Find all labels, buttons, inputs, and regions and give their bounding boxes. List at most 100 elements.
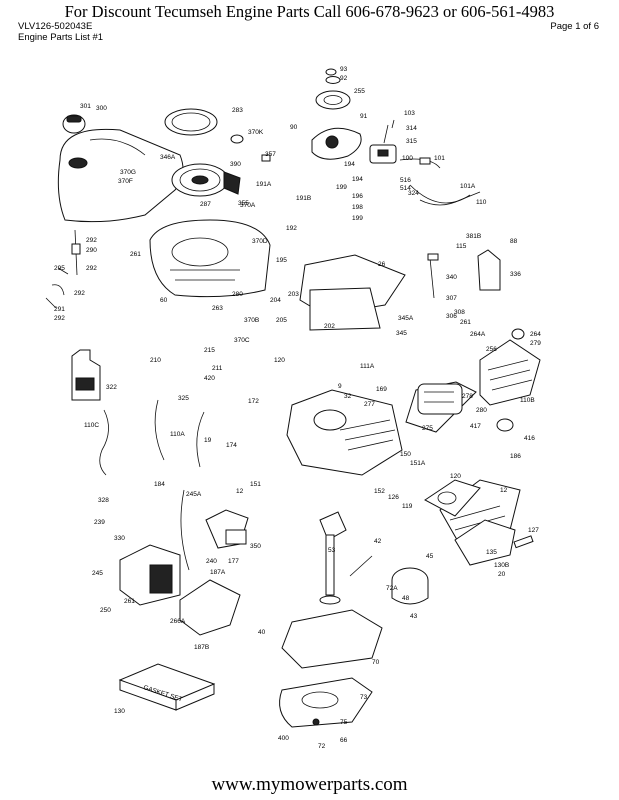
callout-label: 191B [296,195,311,202]
callout-label: 275 [422,425,433,432]
callout-label: 370G [120,169,136,176]
callout-label: 211 [212,365,223,372]
callout-label: 370A [240,202,256,209]
callout-label: 315 [406,138,417,145]
callout-label: 292 [74,290,85,297]
linkage-parts [45,229,81,309]
callout-label: 516 [400,177,411,184]
starter-assembly [171,154,271,197]
callout-label: 210 [150,357,161,364]
callout-label: 290 [86,247,97,254]
model-number: VLV126-502043E [18,21,93,32]
callout-label: 72A [386,585,398,592]
callout-label: 266A [170,618,186,625]
callout-label: 370B [244,317,259,324]
callout-label: 205 [276,317,287,324]
callout-label: 174 [226,442,237,449]
callout-label: 60 [160,297,168,304]
callout-label: 101A [460,183,476,190]
callout-label: 172 [248,398,259,405]
callout-label: 370F [118,178,133,185]
callout-label: 45 [426,553,434,560]
website-footer[interactable]: www.mymowerparts.com [211,774,408,795]
callout-label: 280 [476,407,487,414]
parts-list-title: Engine Parts List #1 [18,32,104,43]
muffler [405,381,514,433]
callout-label: 279 [530,340,541,347]
callout-label: 12 [500,487,508,494]
callout-label: 355 [238,200,249,207]
callout-label: 307 [446,295,457,302]
callout-label: 287 [200,201,211,208]
carburetor [119,489,249,636]
callout-label: 261 [460,319,471,326]
callout-label: 101 [434,155,445,162]
callout-label: 370C [234,337,250,344]
head-gasket [424,479,481,517]
callout-label: 350 [250,543,261,550]
callout-label: 202 [324,323,335,330]
callout-label: 43 [410,613,418,620]
callout-label: 324 [408,190,419,197]
callout-label: 240 [206,558,217,565]
callout-label: 127 [528,527,539,534]
callout-label: 277 [364,401,375,408]
piston-assembly [349,555,429,605]
callout-label: 120 [450,473,461,480]
callout-label: 195 [276,257,287,264]
callout-label: 88 [510,238,518,245]
fuel-tank [427,249,501,299]
callout-label: 295 [54,265,65,272]
callout-label: 264 [530,331,541,338]
callout-label: 115 [456,243,467,250]
callout-label: 264A [470,331,486,338]
callout-label: 261 [124,598,135,605]
callout-label: 322 [106,384,117,391]
callout-label: 26 [378,261,386,268]
fuel-lines [99,399,205,476]
callout-label: 314 [406,125,417,132]
callout-label: 345A [398,315,414,322]
callout-label: 416 [524,435,535,442]
callout-label: 93 [340,66,348,73]
callout-label: 72 [318,743,326,750]
callout-label: 187B [194,644,209,651]
callout-label: 135 [486,549,497,556]
callout-label: 100 [402,155,413,162]
callout-label: 204 [270,297,281,304]
callout-label: 110A [170,431,185,438]
engine-block [286,254,406,476]
callout-label: 514 [400,185,411,192]
callout-label: 400 [278,735,289,742]
callout-label: 150 [400,451,411,458]
callout-label: 194 [352,176,363,183]
callout-label: 48 [402,595,410,602]
callout-label: 245A [186,491,202,498]
callout-label: 345 [396,330,407,337]
callout-label: 196 [352,193,363,200]
callout-label: 250 [100,607,111,614]
callout-label: 256 [486,346,497,353]
callout-label: 90 [290,124,298,131]
callout-label: 198 [352,204,363,211]
blower-housing [57,114,184,223]
callout-label: 381B [466,233,481,240]
oil-pan [279,609,383,728]
callout-label: 75 [340,719,348,726]
callout-label: 20 [498,571,506,578]
callout-label: 151A [410,460,426,467]
callout-label: 110 [476,199,487,206]
callout-label: 53 [328,547,336,554]
callout-label: 245 [92,570,103,577]
muffler-guard [479,328,541,406]
callout-label: 239 [94,519,105,526]
callout-label: 92 [340,75,348,82]
callout-label: 9 [338,383,342,390]
callout-label: 330 [114,535,125,542]
callout-label: 283 [232,107,243,114]
discount-banner: For Discount Tecumseh Engine Parts Call … [64,2,555,21]
callout-label: 184 [154,481,165,488]
callout-label: 192 [286,225,297,232]
callout-label: 390 [230,161,241,168]
